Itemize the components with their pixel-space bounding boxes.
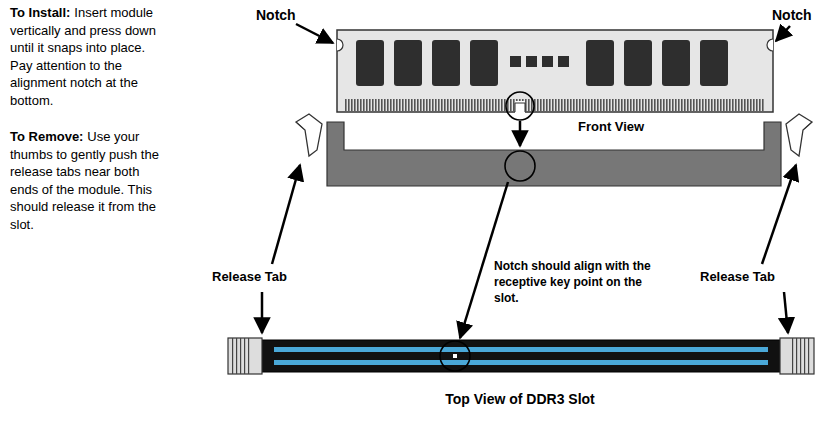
install-instructions: To Install:Insert module vertically and …	[10, 4, 160, 109]
install-instructions: Insert module vertically and press down …	[10, 5, 156, 108]
slot-front-view	[296, 114, 812, 186]
note-text: Notch should align with the receptive ke…	[494, 258, 662, 307]
part-label: Notch	[772, 7, 812, 23]
part-label: Notch	[772, 6, 816, 25]
memory-module	[337, 30, 773, 120]
view-label: Top View of DDR3 Slot	[380, 390, 660, 409]
part-label: Release Tab	[212, 268, 322, 286]
remove-instructions: Use your thumbs to gently push the relea…	[10, 129, 159, 232]
insert-arrow	[519, 121, 522, 146]
leader-arrows	[262, 24, 796, 338]
part-label: Release Tab	[700, 268, 810, 286]
remove-instructions: To Remove:Use your thumbs to gently push…	[10, 128, 160, 233]
note-text: Notch should align with the receptive ke…	[494, 259, 651, 305]
view-label: Front View	[578, 118, 698, 136]
part-label: Release Tab	[700, 269, 775, 284]
view-label: Top View of DDR3 Slot	[445, 391, 595, 407]
view-label: Front View	[578, 119, 644, 134]
part-label: Release Tab	[212, 269, 287, 284]
part-label: Notch	[256, 7, 296, 23]
instruction-heading: To Install:	[10, 5, 70, 20]
slot-top-view	[228, 338, 814, 374]
part-label: Notch	[256, 6, 316, 25]
instruction-heading: To Remove:	[10, 129, 83, 144]
